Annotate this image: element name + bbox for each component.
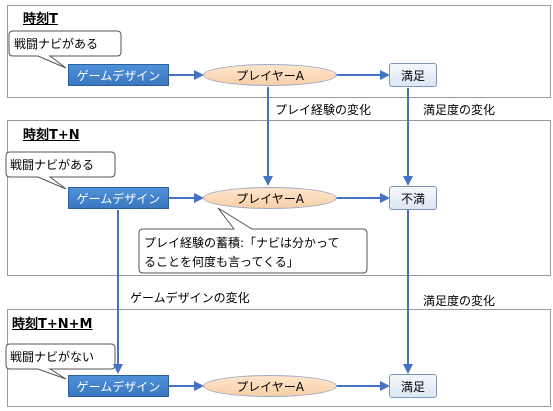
label-design-change: ゲームデザインの変化 [130, 291, 250, 305]
panel-title-t: 時刻T [23, 12, 58, 27]
label-satisfaction-change-1: 満足度の変化 [423, 103, 496, 117]
callout-text-2: 戦闘ナビがある [10, 158, 95, 172]
game-design-box-1: ゲームデザイン [68, 64, 169, 86]
result-box-1: 満足 [389, 63, 437, 87]
result-box-2: 不満 [389, 186, 437, 210]
result-box-3: 満足 [389, 374, 437, 398]
player-a-ellipse-3: プレイヤーA [203, 375, 337, 397]
label-play-experience-change: プレイ経験の変化 [275, 103, 372, 117]
experience-callout-line-2: ることを何度も言ってくる」 [144, 255, 299, 269]
experience-callout-line-1: プレイ経験の蓄積:「ナビは分かって [144, 236, 340, 250]
label-satisfaction-change-2: 満足度の変化 [423, 294, 496, 308]
callout-text-3: 戦闘ナビがない [10, 350, 95, 364]
game-design-box-3: ゲームデザイン [68, 375, 169, 397]
callout-text-1: 戦闘ナビがある [14, 37, 99, 51]
panel-title-t-n-m: 時刻T+N+M [12, 317, 93, 332]
game-design-box-2: ゲームデザイン [68, 187, 169, 209]
player-a-ellipse-2: プレイヤーA [203, 187, 337, 209]
player-a-ellipse-1: プレイヤーA [203, 64, 337, 86]
panel-title-t-n: 時刻T+N [23, 128, 80, 143]
